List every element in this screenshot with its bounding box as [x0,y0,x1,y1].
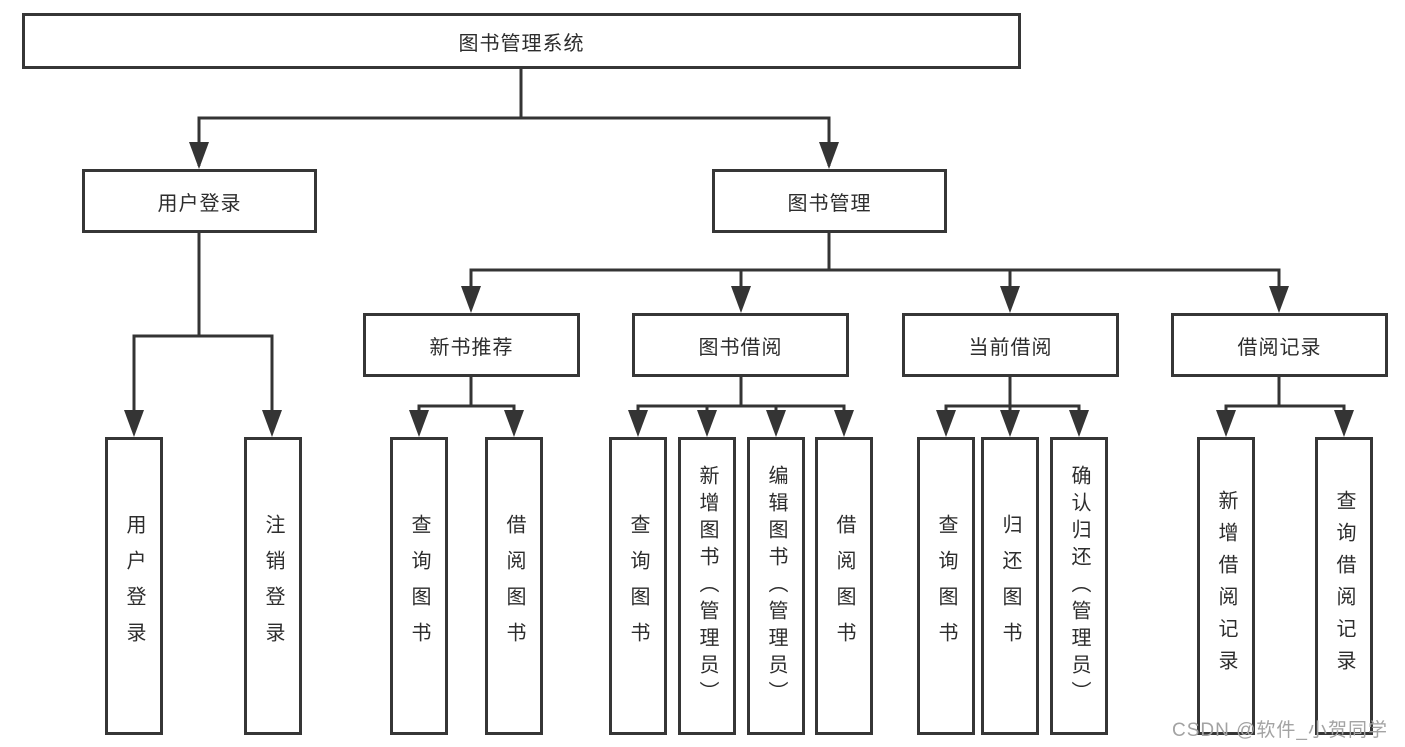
node-user-login-module: 用户登录 [82,169,317,233]
node-leaf-edit-book-admin: 编辑图书（管理员） [747,437,805,735]
node-borrow-records: 借阅记录 [1171,313,1388,377]
node-current-borrow: 当前借阅 [902,313,1119,377]
arrowheads [124,142,1354,437]
node-root-system: 图书管理系统 [22,13,1021,69]
node-leaf-query-books-current: 查询图书 [917,437,975,735]
csdn-watermark: CSDN @软件_小贺同学 [1172,720,1388,741]
node-leaf-borrow-books: 借阅图书 [815,437,873,735]
node-new-book-recommend: 新书推荐 [363,313,580,377]
node-leaf-query-books-recommend: 查询图书 [390,437,448,735]
node-leaf-query-borrow-record: 查询借阅记录 [1315,437,1373,735]
node-book-borrow: 图书借阅 [632,313,849,377]
node-book-management-module: 图书管理 [712,169,947,233]
node-leaf-add-book-admin: 新增图书（管理员） [678,437,736,735]
node-leaf-user-login: 用户登录 [105,437,163,735]
node-leaf-return-book: 归还图书 [981,437,1039,735]
node-leaf-borrow-books-recommend: 借阅图书 [485,437,543,735]
node-leaf-logout: 注销登录 [244,437,302,735]
node-leaf-add-borrow-record: 新增借阅记录 [1197,437,1255,735]
node-leaf-confirm-return-admin: 确认归还（管理员） [1050,437,1108,735]
node-leaf-query-books-borrow: 查询图书 [609,437,667,735]
